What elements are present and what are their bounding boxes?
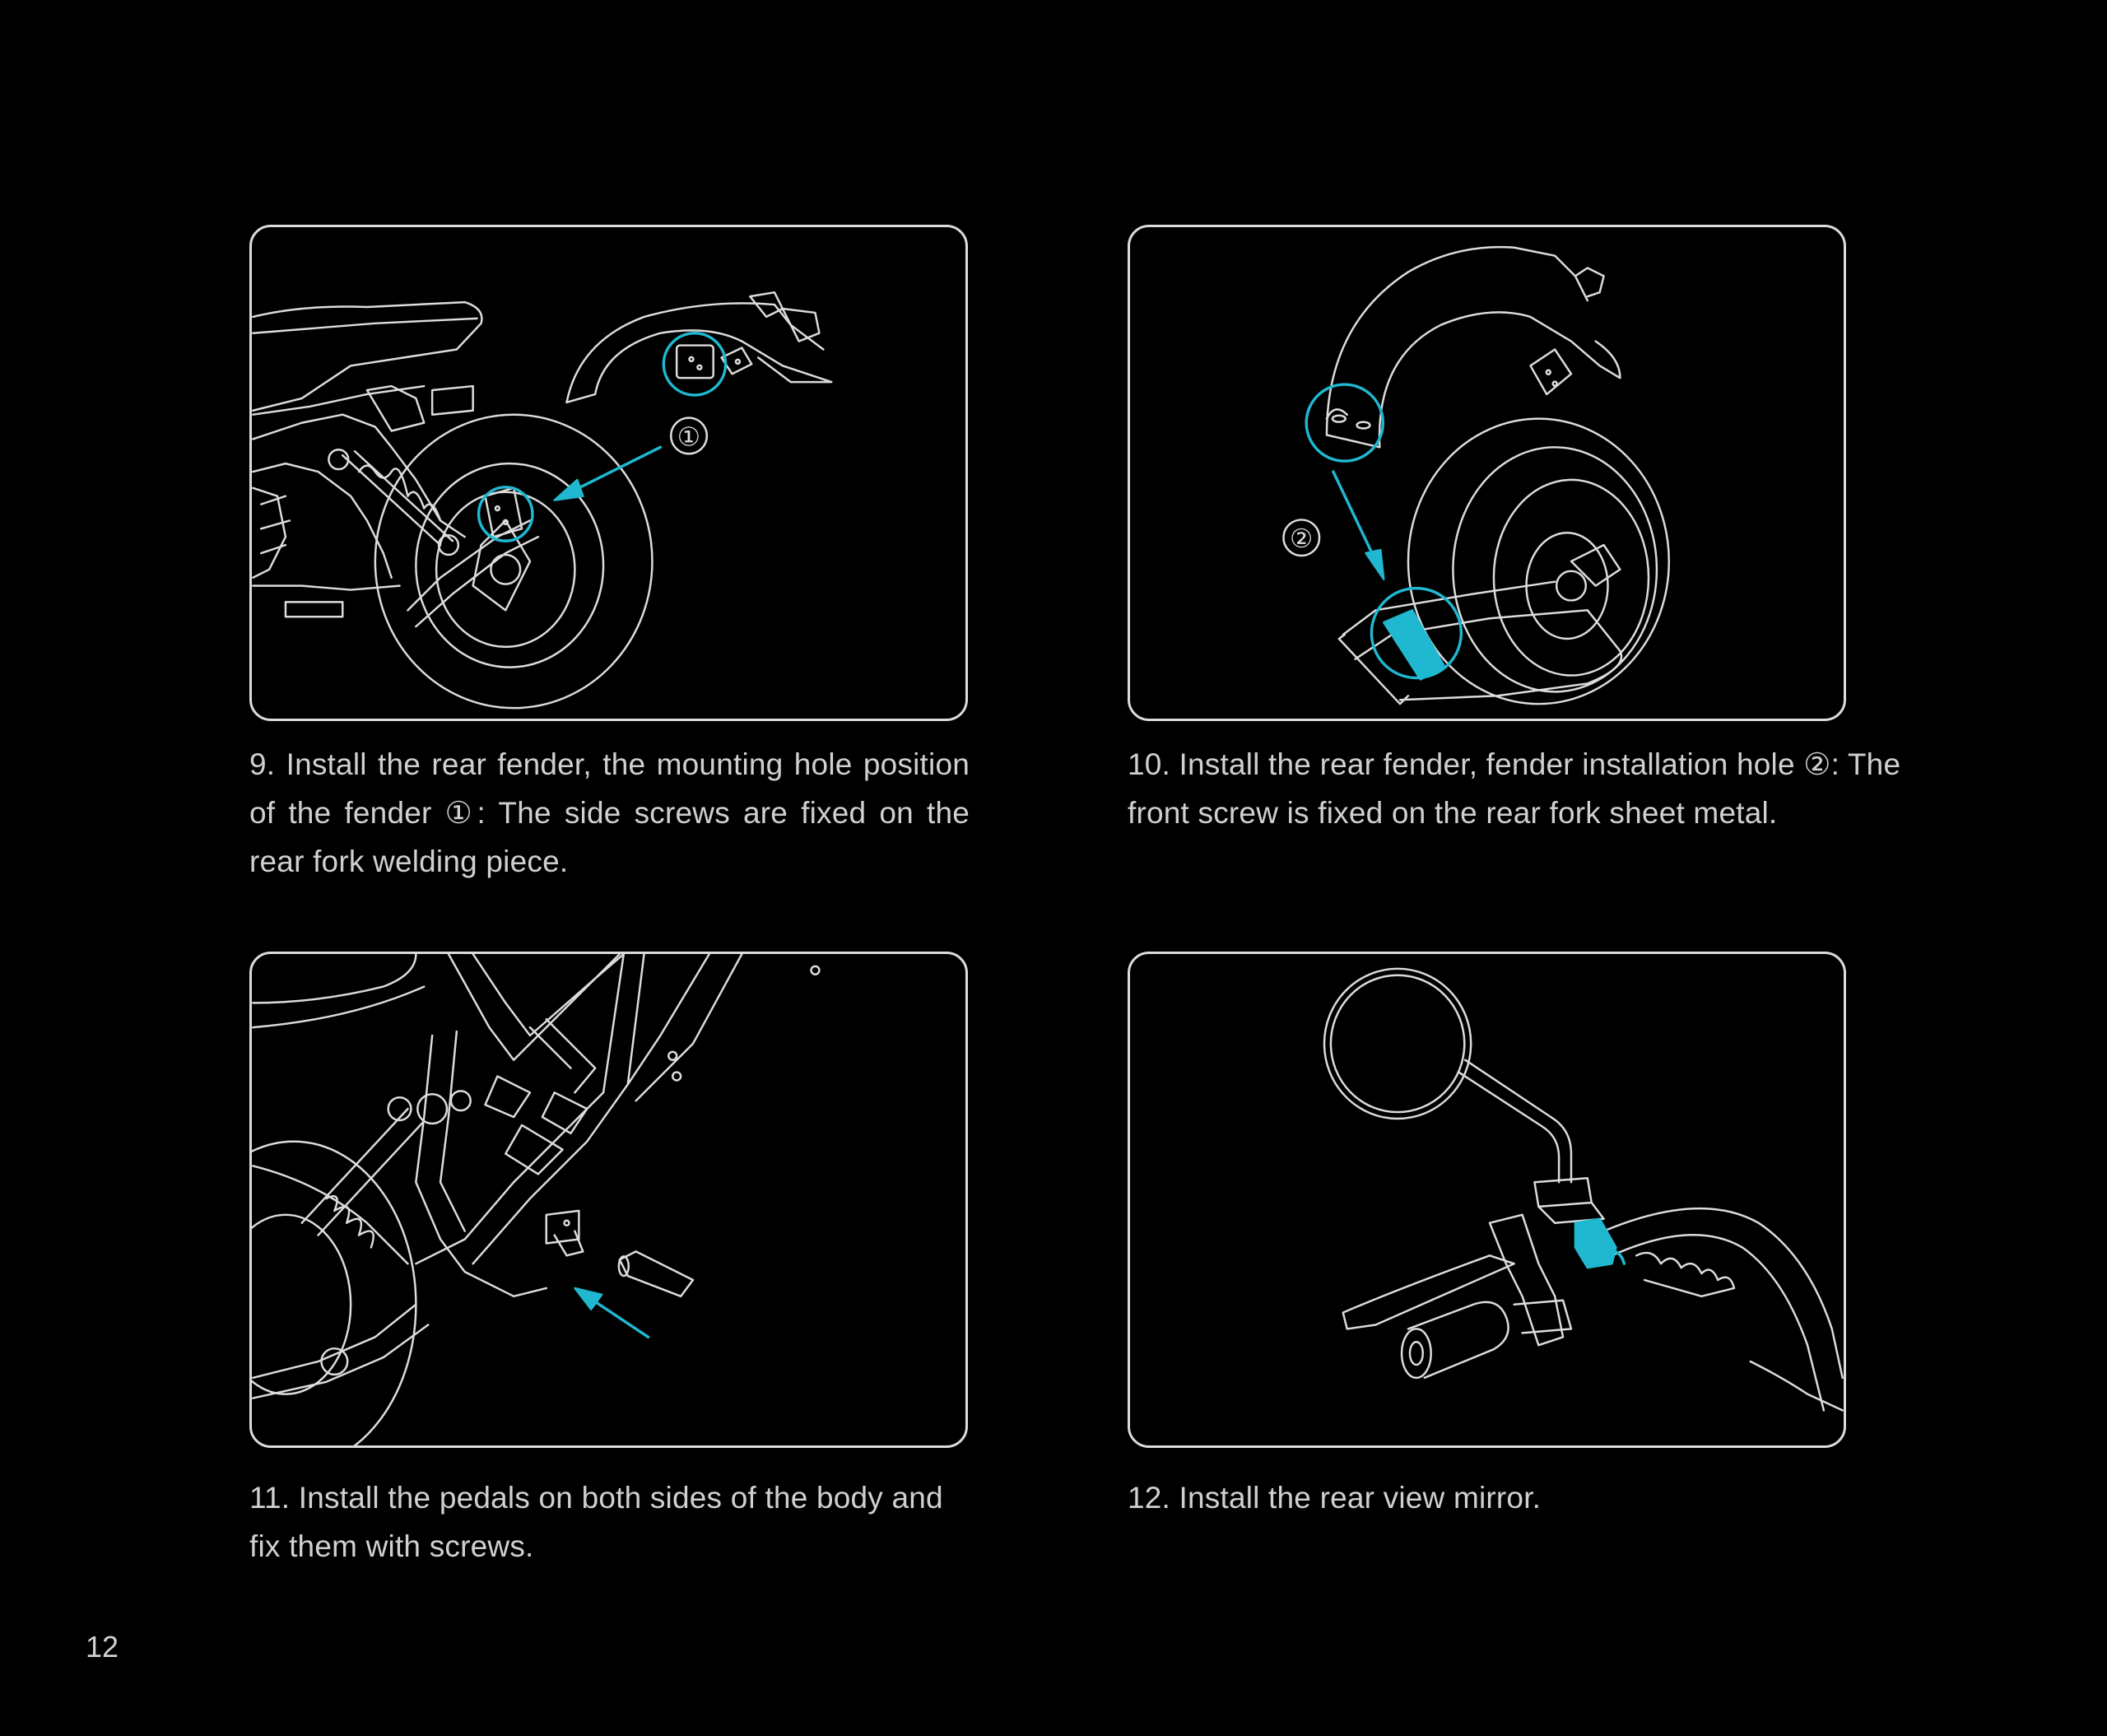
- step-9-illustration: ①: [249, 225, 968, 721]
- step-12-caption: 12. Install the rear view mirror.: [1128, 1481, 1542, 1515]
- step-9-caption: 9. Install the rear fender, the mounting…: [249, 747, 970, 878]
- step-10-caption: 10. Install the rear fender, fender inst…: [1128, 747, 1901, 830]
- step-12-illustration: [1128, 952, 1846, 1448]
- step-11-illustration: [249, 952, 968, 1448]
- step-10-illustration: ②: [1128, 225, 1846, 721]
- marker-2: ②: [1290, 524, 1313, 553]
- marker-1: ①: [677, 421, 700, 451]
- step-11-caption: 11. Install the pedals on both sides of …: [249, 1481, 943, 1563]
- page-number: 12: [86, 1630, 119, 1664]
